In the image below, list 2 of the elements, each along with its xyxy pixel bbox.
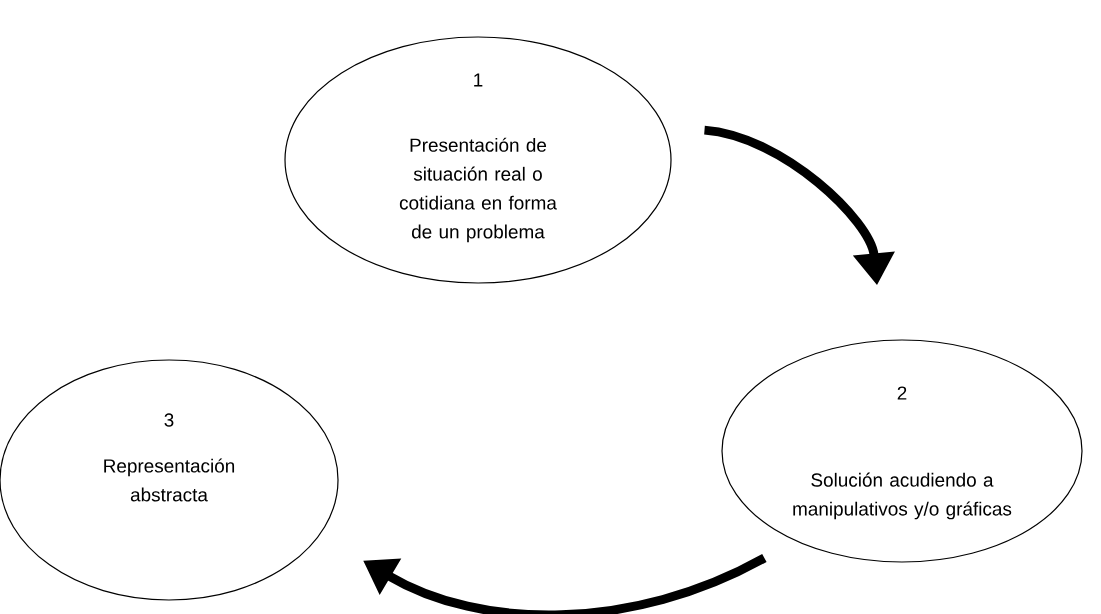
ellipse-node: 2 Solución acudiendo a manipulativos y/o gráficas (721, 339, 1083, 563)
ellipse-node: 1 Presentación de situación real o cotidiana en forma de un problema (284, 36, 672, 284)
